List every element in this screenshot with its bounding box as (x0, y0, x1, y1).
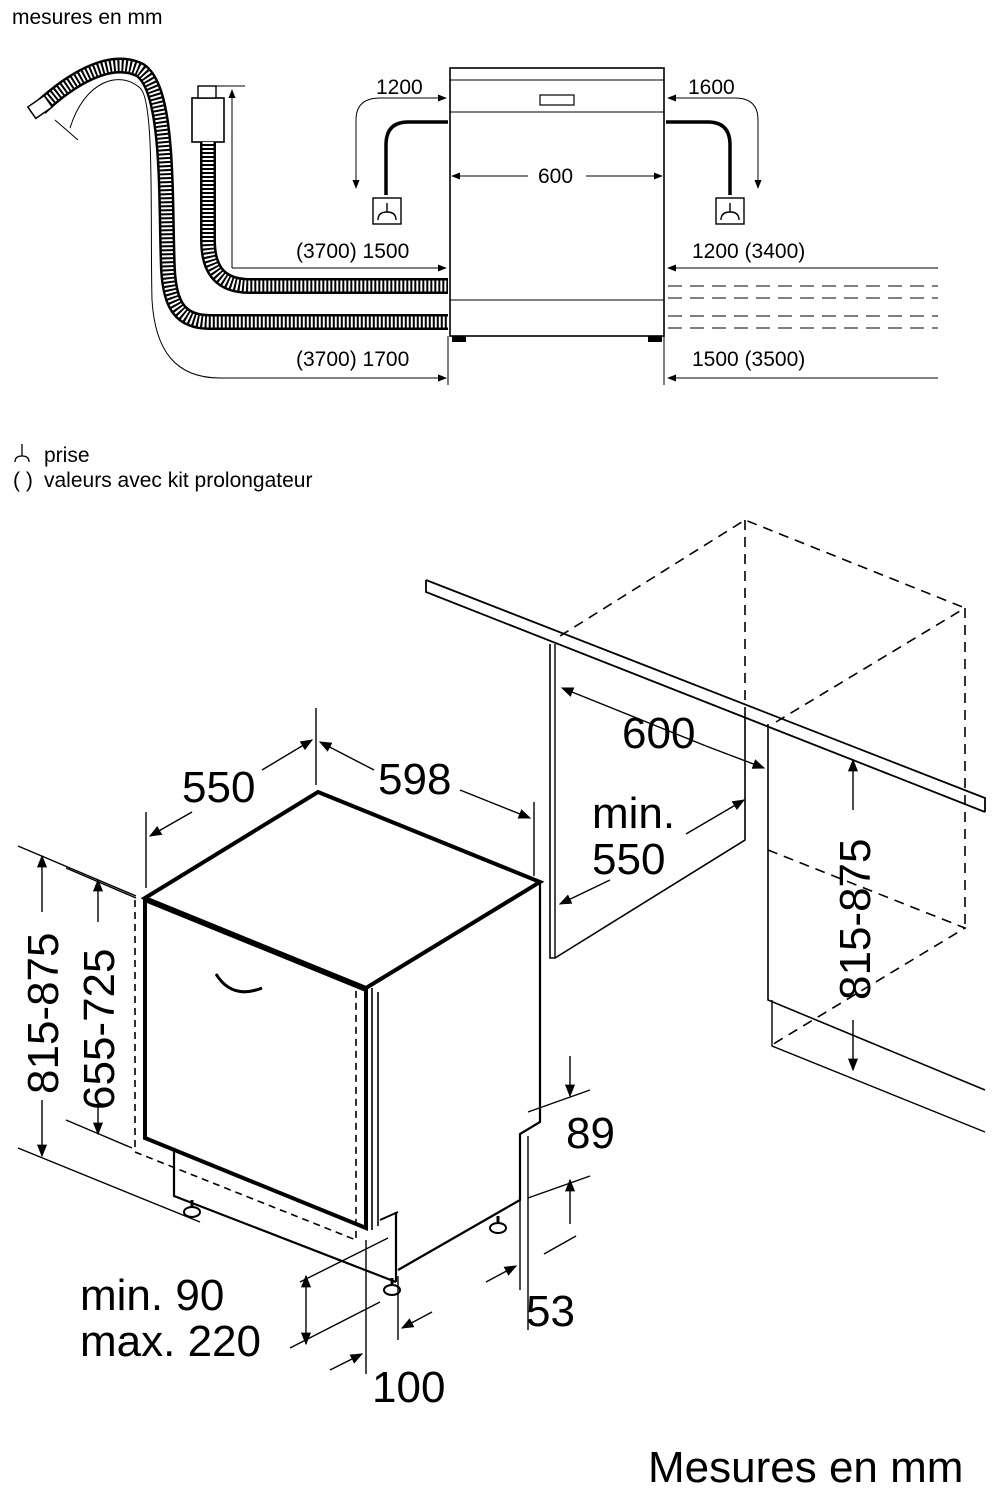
dim-niche-min-value: 550 (592, 835, 665, 884)
installation-niche-view: 600 min. 550 815-875 (17, 519, 986, 1492)
right-cabinet (767, 724, 986, 1091)
dim-plinth-max: max. 220 (80, 1317, 261, 1366)
dim-plinth-depth: 100 (372, 1363, 445, 1412)
dim-right-socket: 1600 (688, 76, 735, 99)
legend-socket-label: prise (44, 444, 90, 467)
right-power-cable (666, 120, 732, 195)
inlet-hose (191, 85, 448, 294)
dim-niche-height: 815-875 (831, 839, 880, 1000)
dim-niche-min-label: min. (592, 789, 675, 838)
header-units-label: mesures en mm (12, 6, 163, 29)
dishwasher-top-view (449, 67, 665, 342)
drain-guide-line (69, 79, 446, 379)
top-plan-view: mesures en mm (12, 6, 938, 492)
dim-left-socket: 1200 (376, 76, 423, 99)
drain-hose (26, 57, 448, 330)
control-panel-display (539, 94, 575, 106)
right-socket-icon (715, 197, 745, 225)
dim-base-gap: 89 (566, 1109, 615, 1158)
dim-inlet-left: (3700) 1500 (296, 240, 409, 263)
left-socket-icon (372, 197, 402, 225)
door-panel-outline (134, 900, 357, 1242)
door-handle-icon (214, 973, 263, 994)
dim-door-height: 655-725 (75, 949, 124, 1110)
dishwasher-3d (134, 789, 545, 1296)
dim-total-height: 815-875 (19, 933, 68, 1094)
foot-front-left (183, 1206, 201, 1218)
legend-paren-symbol: ( ) (13, 469, 33, 492)
dim-plinth-min: min. 90 (80, 1271, 224, 1320)
right-socket-dim-arrow (688, 97, 762, 189)
legend: prise ( ) valeurs avec kit prolongateur (13, 444, 312, 492)
dim-depth: 550 (182, 763, 255, 812)
dim-appliance-width: 600 (538, 165, 573, 188)
dim-inlet-right: 1200 (3400) (692, 240, 805, 263)
dim-width: 598 (378, 755, 451, 804)
worktop (425, 579, 986, 813)
dim-drain-left: (3700) 1700 (296, 348, 409, 371)
footer-units-label: Mesures en mm (648, 1443, 963, 1492)
legend-paren-label: valeurs avec kit prolongateur (44, 469, 312, 492)
dashed-cabinet-outline (559, 519, 967, 1047)
dim-drain-right: 1500 (3500) (692, 348, 805, 371)
left-power-cable (384, 120, 448, 195)
foot-back-right (489, 1222, 507, 1234)
dim-niche-depth: 600 (622, 709, 695, 758)
left-socket-dim-arrow (352, 97, 425, 189)
dim-base-bottom: 53 (526, 1287, 575, 1336)
